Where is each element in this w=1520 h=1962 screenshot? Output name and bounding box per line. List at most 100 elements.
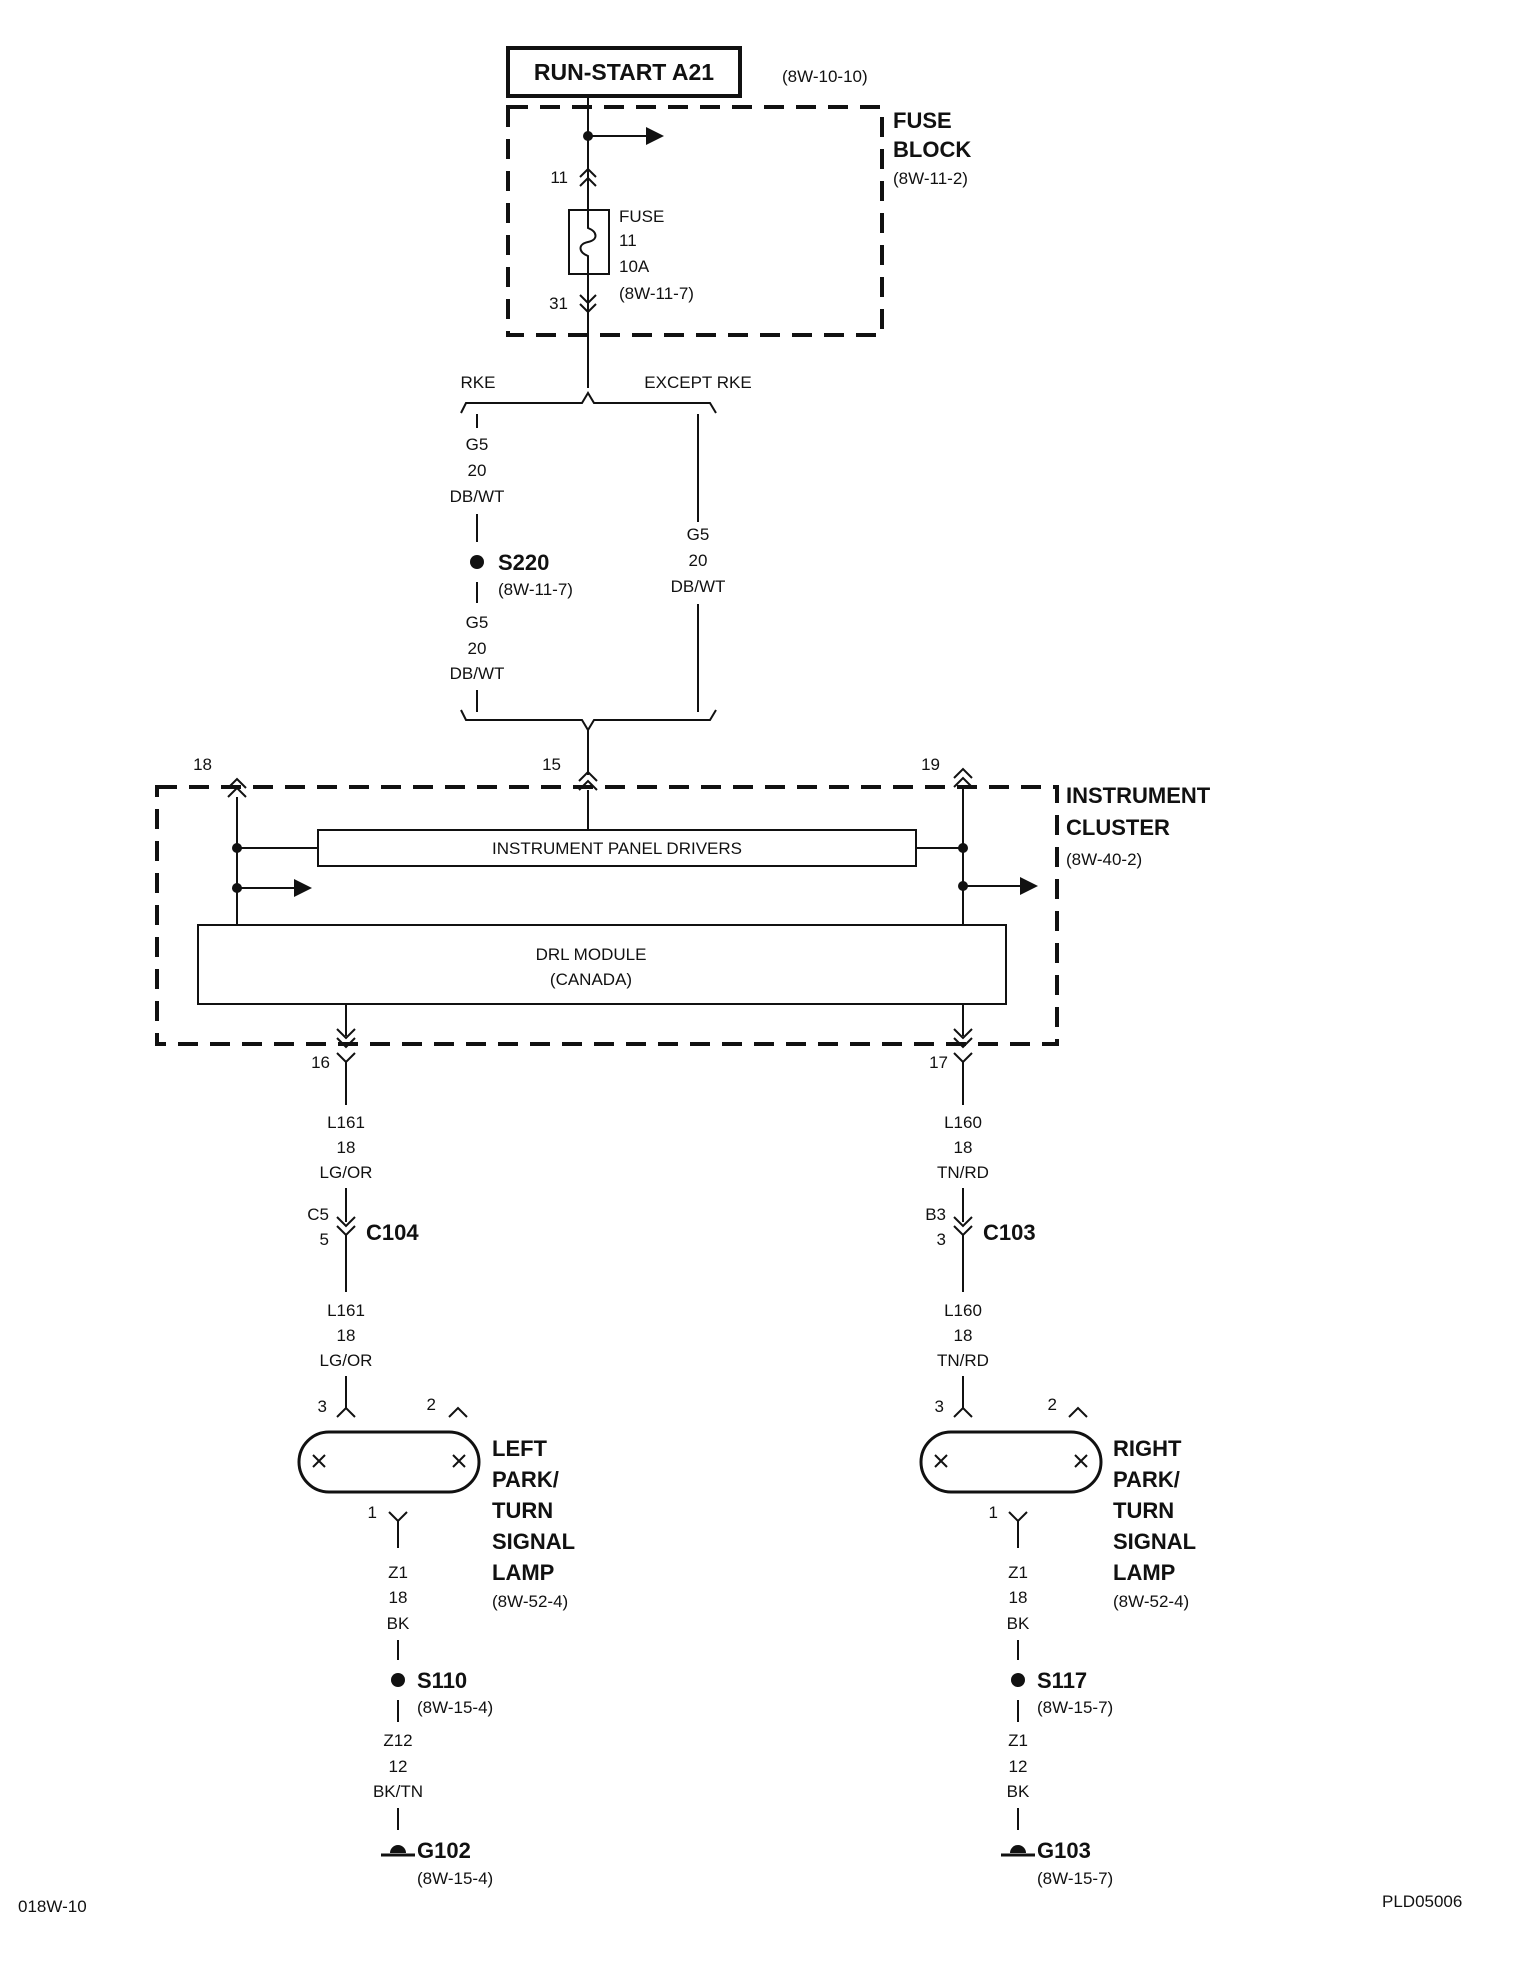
instrument-cluster-outline — [155, 785, 1059, 1046]
pin-17-connector — [953, 1028, 973, 1049]
pin-11-connector — [579, 167, 597, 187]
except-rke-color: DB/WT — [671, 577, 726, 596]
cluster-name-2: CLUSTER — [1066, 815, 1170, 840]
right-lamp-pin-1: 1 — [989, 1503, 998, 1522]
left-top-circuit: L161 — [327, 1113, 365, 1132]
right-top-color: TN/RD — [937, 1163, 989, 1182]
branch-bottom-bracket — [460, 709, 717, 732]
right-mid-gauge: 18 — [954, 1326, 973, 1345]
right-lamp-body — [919, 1430, 1103, 1494]
drl-label-1: DRL MODULE — [536, 945, 647, 964]
drl-module-box — [197, 924, 1007, 1005]
splice-s110-label: S110 — [417, 1668, 467, 1693]
right-lamp-pin-3-connector — [953, 1406, 973, 1418]
right-top-circuit: L160 — [944, 1113, 982, 1132]
splice-s117-label: S117 — [1037, 1668, 1087, 1693]
branch-rke-label: RKE — [461, 373, 496, 392]
left-lamp-pin-3-connector — [336, 1406, 356, 1418]
c104-cavity-bottom: 5 — [320, 1230, 329, 1249]
left-lamp-ref: (8W-52-4) — [492, 1592, 568, 1611]
fuse-label-3: 10A — [619, 257, 650, 276]
right-ground-color: BK — [1007, 1782, 1030, 1801]
splice-s110-dot — [391, 1673, 405, 1687]
pin-31-connector — [579, 294, 597, 314]
left-z1-color: BK — [387, 1614, 410, 1633]
left-top-gauge: 18 — [337, 1138, 356, 1157]
fuse-block-output-arrow — [646, 127, 664, 145]
left-lamp-name-5: LAMP — [492, 1560, 554, 1585]
right-ground-circuit: Z1 — [1008, 1731, 1028, 1750]
splice-s220-label: S220 — [498, 550, 549, 575]
pin-17-mate — [953, 1052, 973, 1064]
rke-bottom-gauge: 20 — [468, 639, 487, 658]
node-left-ipd — [232, 843, 242, 853]
fuse-label-1: FUSE — [619, 207, 664, 226]
right-z1-color: BK — [1007, 1614, 1030, 1633]
except-rke-gauge: 20 — [689, 551, 708, 570]
right-lamp-name-4: SIGNAL — [1113, 1529, 1196, 1554]
branch-top-bracket — [460, 391, 717, 414]
left-lamp-pin-3: 3 — [318, 1397, 327, 1416]
left-lamp-pin-2: 2 — [427, 1395, 436, 1414]
except-rke-circuit: G5 — [687, 525, 710, 544]
right-lamp-pin-2: 2 — [1048, 1395, 1057, 1414]
pin-15-connector — [578, 770, 598, 791]
left-mid-color: LG/OR — [320, 1351, 373, 1370]
c104-label: C104 — [366, 1220, 419, 1245]
splice-s220-ref: (8W-11-7) — [498, 580, 573, 599]
branch-except-rke-label: EXCEPT RKE — [644, 373, 751, 392]
ground-g102-label: G102 — [417, 1838, 471, 1863]
pin-19-label: 19 — [921, 755, 940, 774]
pin-18-label: 18 — [193, 755, 212, 774]
left-lamp-name-3: TURN — [492, 1498, 553, 1523]
left-ground-circuit: Z12 — [383, 1731, 412, 1750]
left-lamp-filament-1 — [312, 1454, 326, 1468]
left-lamp-pin-1: 1 — [368, 1503, 377, 1522]
right-lamp-name-2: PARK/ — [1113, 1467, 1180, 1492]
drawing-id: PLD05006 — [1382, 1892, 1462, 1911]
left-lamp-body — [297, 1430, 481, 1494]
pin-11-label: 11 — [550, 168, 568, 187]
left-lamp-name-2: PARK/ — [492, 1467, 559, 1492]
fuse-ref: (8W-11-7) — [619, 284, 694, 303]
right-lamp-filament-1 — [934, 1454, 948, 1468]
splice-s117-dot — [1011, 1673, 1025, 1687]
source-label: RUN-START A21 — [534, 59, 714, 85]
right-lamp-name-3: TURN — [1113, 1498, 1174, 1523]
right-lamp-name-5: LAMP — [1113, 1560, 1175, 1585]
fuse-block-outline — [506, 105, 884, 337]
right-lamp-pin-1-connector — [1008, 1511, 1028, 1523]
ipd-label: INSTRUMENT PANEL DRIVERS — [492, 839, 742, 858]
left-output-arrow — [294, 879, 312, 897]
right-lamp-pin-3: 3 — [935, 1397, 944, 1416]
source-box — [506, 46, 742, 98]
fuse-label-2: 11 — [619, 231, 637, 250]
left-ground-color: BK/TN — [373, 1782, 423, 1801]
rke-bottom-circuit: G5 — [466, 613, 489, 632]
fuse-block-name-1: FUSE — [893, 108, 952, 133]
rke-bottom-color: DB/WT — [450, 664, 505, 683]
left-z1-circuit: Z1 — [388, 1563, 408, 1582]
right-lamp-pin-2-connector — [1068, 1406, 1088, 1418]
rke-top-circuit: G5 — [466, 435, 489, 454]
splice-s117-ref: (8W-15-7) — [1037, 1698, 1113, 1717]
splice-s220-dot — [470, 555, 484, 569]
right-lamp-filament-2 — [1074, 1454, 1088, 1468]
pin-31-label: 31 — [549, 294, 568, 313]
left-mid-gauge: 18 — [337, 1326, 356, 1345]
left-lamp-name-4: SIGNAL — [492, 1529, 575, 1554]
right-z1-gauge: 18 — [1009, 1588, 1028, 1607]
right-z1-circuit: Z1 — [1008, 1563, 1028, 1582]
left-mid-circuit: L161 — [327, 1301, 365, 1320]
c103-cavity-bottom: 3 — [937, 1230, 946, 1249]
left-ground-gauge: 12 — [389, 1757, 408, 1776]
right-lamp-ref: (8W-52-4) — [1113, 1592, 1189, 1611]
ground-g102-ref: (8W-15-4) — [417, 1869, 493, 1888]
ground-g103-symbol — [1010, 1845, 1026, 1853]
pin-18-connector — [227, 777, 247, 798]
right-output-arrow — [1020, 877, 1038, 895]
page-id: 018W-10 — [18, 1897, 87, 1916]
right-lamp-name-1: RIGHT — [1113, 1436, 1182, 1461]
pin-17-label: 17 — [929, 1053, 948, 1072]
